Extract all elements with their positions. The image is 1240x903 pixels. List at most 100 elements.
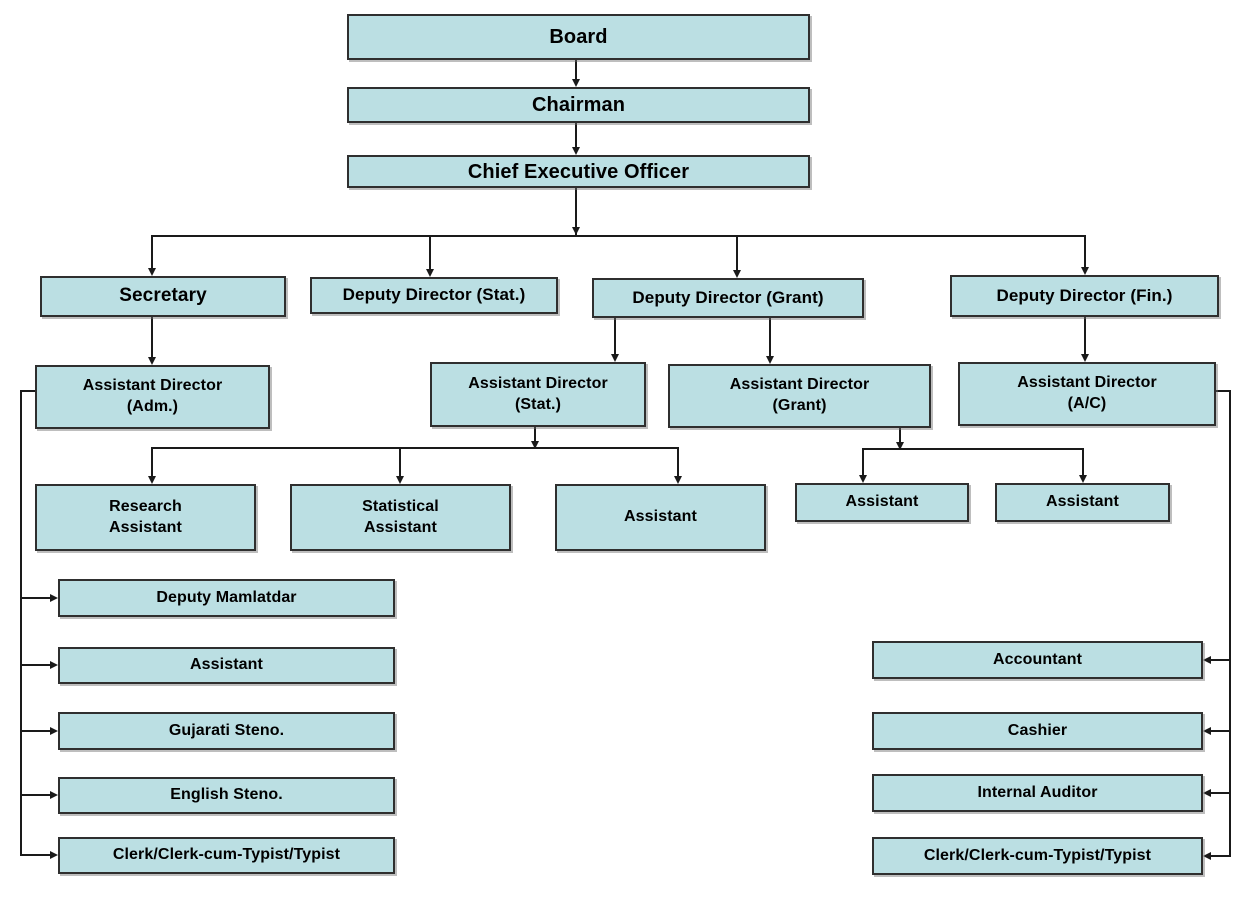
connector-line [151,235,1086,237]
node-chairman: Chairman [347,87,810,123]
connector-line [575,188,577,235]
node-assistant-mid: Assistant [555,484,766,551]
node-secretary: Secretary [40,276,286,317]
connector-line [1084,237,1086,268]
node-label: Assistant [624,508,697,526]
node-deputy-director-stat: Deputy Director (Stat.) [310,277,558,314]
connector-line [614,318,616,355]
arrowhead-down-icon [1081,354,1089,362]
connector-line [1084,317,1086,355]
node-deputy-mamlatdar: Deputy Mamlatdar [58,579,395,617]
connector-line [1211,730,1231,732]
node-label: Assistant Director [468,374,608,392]
arrowhead-down-icon [148,268,156,276]
node-accountant: Accountant [872,641,1203,679]
connector-line [20,390,36,392]
connector-line [575,60,577,80]
arrowhead-left-icon [1203,789,1211,797]
node-label: Deputy Director (Stat.) [342,285,526,305]
node-assistant-right-1: Assistant [795,483,969,522]
node-label: Assistant [1046,493,1119,511]
connector-line [151,447,679,449]
connector-line [22,597,50,599]
connector-line [862,450,864,476]
node-label: Research [109,497,182,515]
connector-line [575,123,577,148]
node-label: Assistant [109,518,182,536]
node-label: (Stat.) [514,395,562,413]
connector-line [862,448,1084,450]
connector-line [22,794,50,796]
node-label: Internal Auditor [977,783,1098,801]
node-label: Gujarati Steno. [168,721,285,739]
node-board: Board [347,14,810,60]
node-label: Chairman [531,94,626,116]
connector-line [151,317,153,358]
connector-line [899,428,901,448]
node-deputy-director-fin: Deputy Director (Fin.) [950,275,1219,317]
arrowhead-down-icon [426,269,434,277]
node-clerk-right: Clerk/Clerk-cum-Typist/Typist [872,837,1203,875]
node-label: Clerk/Clerk-cum-Typist/Typist [923,846,1152,864]
node-deputy-director-grant: Deputy Director (Grant) [592,278,864,318]
node-internal-auditor: Internal Auditor [872,774,1203,812]
arrowhead-down-icon [572,79,580,87]
connector-line [151,237,153,269]
node-clerk-left: Clerk/Clerk-cum-Typist/Typist [58,837,395,874]
node-assistant-director-grant: Assistant Director(Grant) [668,364,931,428]
connector-line [20,390,22,856]
arrowhead-down-icon [148,357,156,365]
connector-line [1082,450,1084,476]
node-label: Clerk/Clerk-cum-Typist/Typist [112,846,341,864]
node-cashier: Cashier [872,712,1203,750]
arrowhead-down-icon [572,147,580,155]
connector-line [736,237,738,271]
node-label: Chief Executive Officer [467,160,690,183]
node-label: (Grant) [772,397,827,414]
node-label: Statistical [362,497,439,515]
connector-line [769,318,771,357]
arrowhead-down-icon [611,354,619,362]
arrowhead-down-icon [674,476,682,484]
node-chief-executive-officer: Chief Executive Officer [347,155,810,188]
node-assistant-adm: Assistant [58,647,395,684]
connector-line [1211,792,1231,794]
node-label: Cashier [1007,721,1068,739]
arrowhead-down-icon [531,441,539,449]
node-assistant-director-stat: Assistant Director (Stat.) [430,362,646,427]
node-label: Assistant [190,656,263,674]
connector-line [151,449,153,477]
node-label: Assistant [845,493,919,511]
node-label: Assistant [364,518,437,536]
node-assistant-right-2: Assistant [995,483,1170,522]
arrowhead-down-icon [733,270,741,278]
arrowhead-down-icon [148,476,156,484]
arrowhead-down-icon [859,475,867,483]
node-label: English Steno. [170,786,283,804]
connector-line [677,449,679,477]
connector-line [429,237,431,270]
node-label: Deputy Mamlatdar [156,588,297,606]
connector-line [1216,390,1231,392]
arrowhead-down-icon [396,476,404,484]
connector-line [1211,659,1231,661]
arrowhead-left-icon [1203,656,1211,664]
connector-line [399,449,401,477]
connector-line [1229,390,1231,857]
node-label: Secretary [119,285,207,307]
arrowhead-right-icon [50,727,58,735]
arrowhead-down-icon [766,356,774,364]
node-label: Accountant [993,650,1082,668]
node-label: Board [549,26,608,48]
arrowhead-right-icon [50,851,58,859]
node-label: (A/C) [1067,395,1107,412]
arrowhead-left-icon [1203,727,1211,735]
arrowhead-right-icon [50,594,58,602]
node-label: (Adm.) [126,398,179,415]
connector-line [1211,855,1231,857]
node-english-steno: English Steno. [58,777,395,814]
node-label: Deputy Director (Fin.) [996,285,1173,305]
